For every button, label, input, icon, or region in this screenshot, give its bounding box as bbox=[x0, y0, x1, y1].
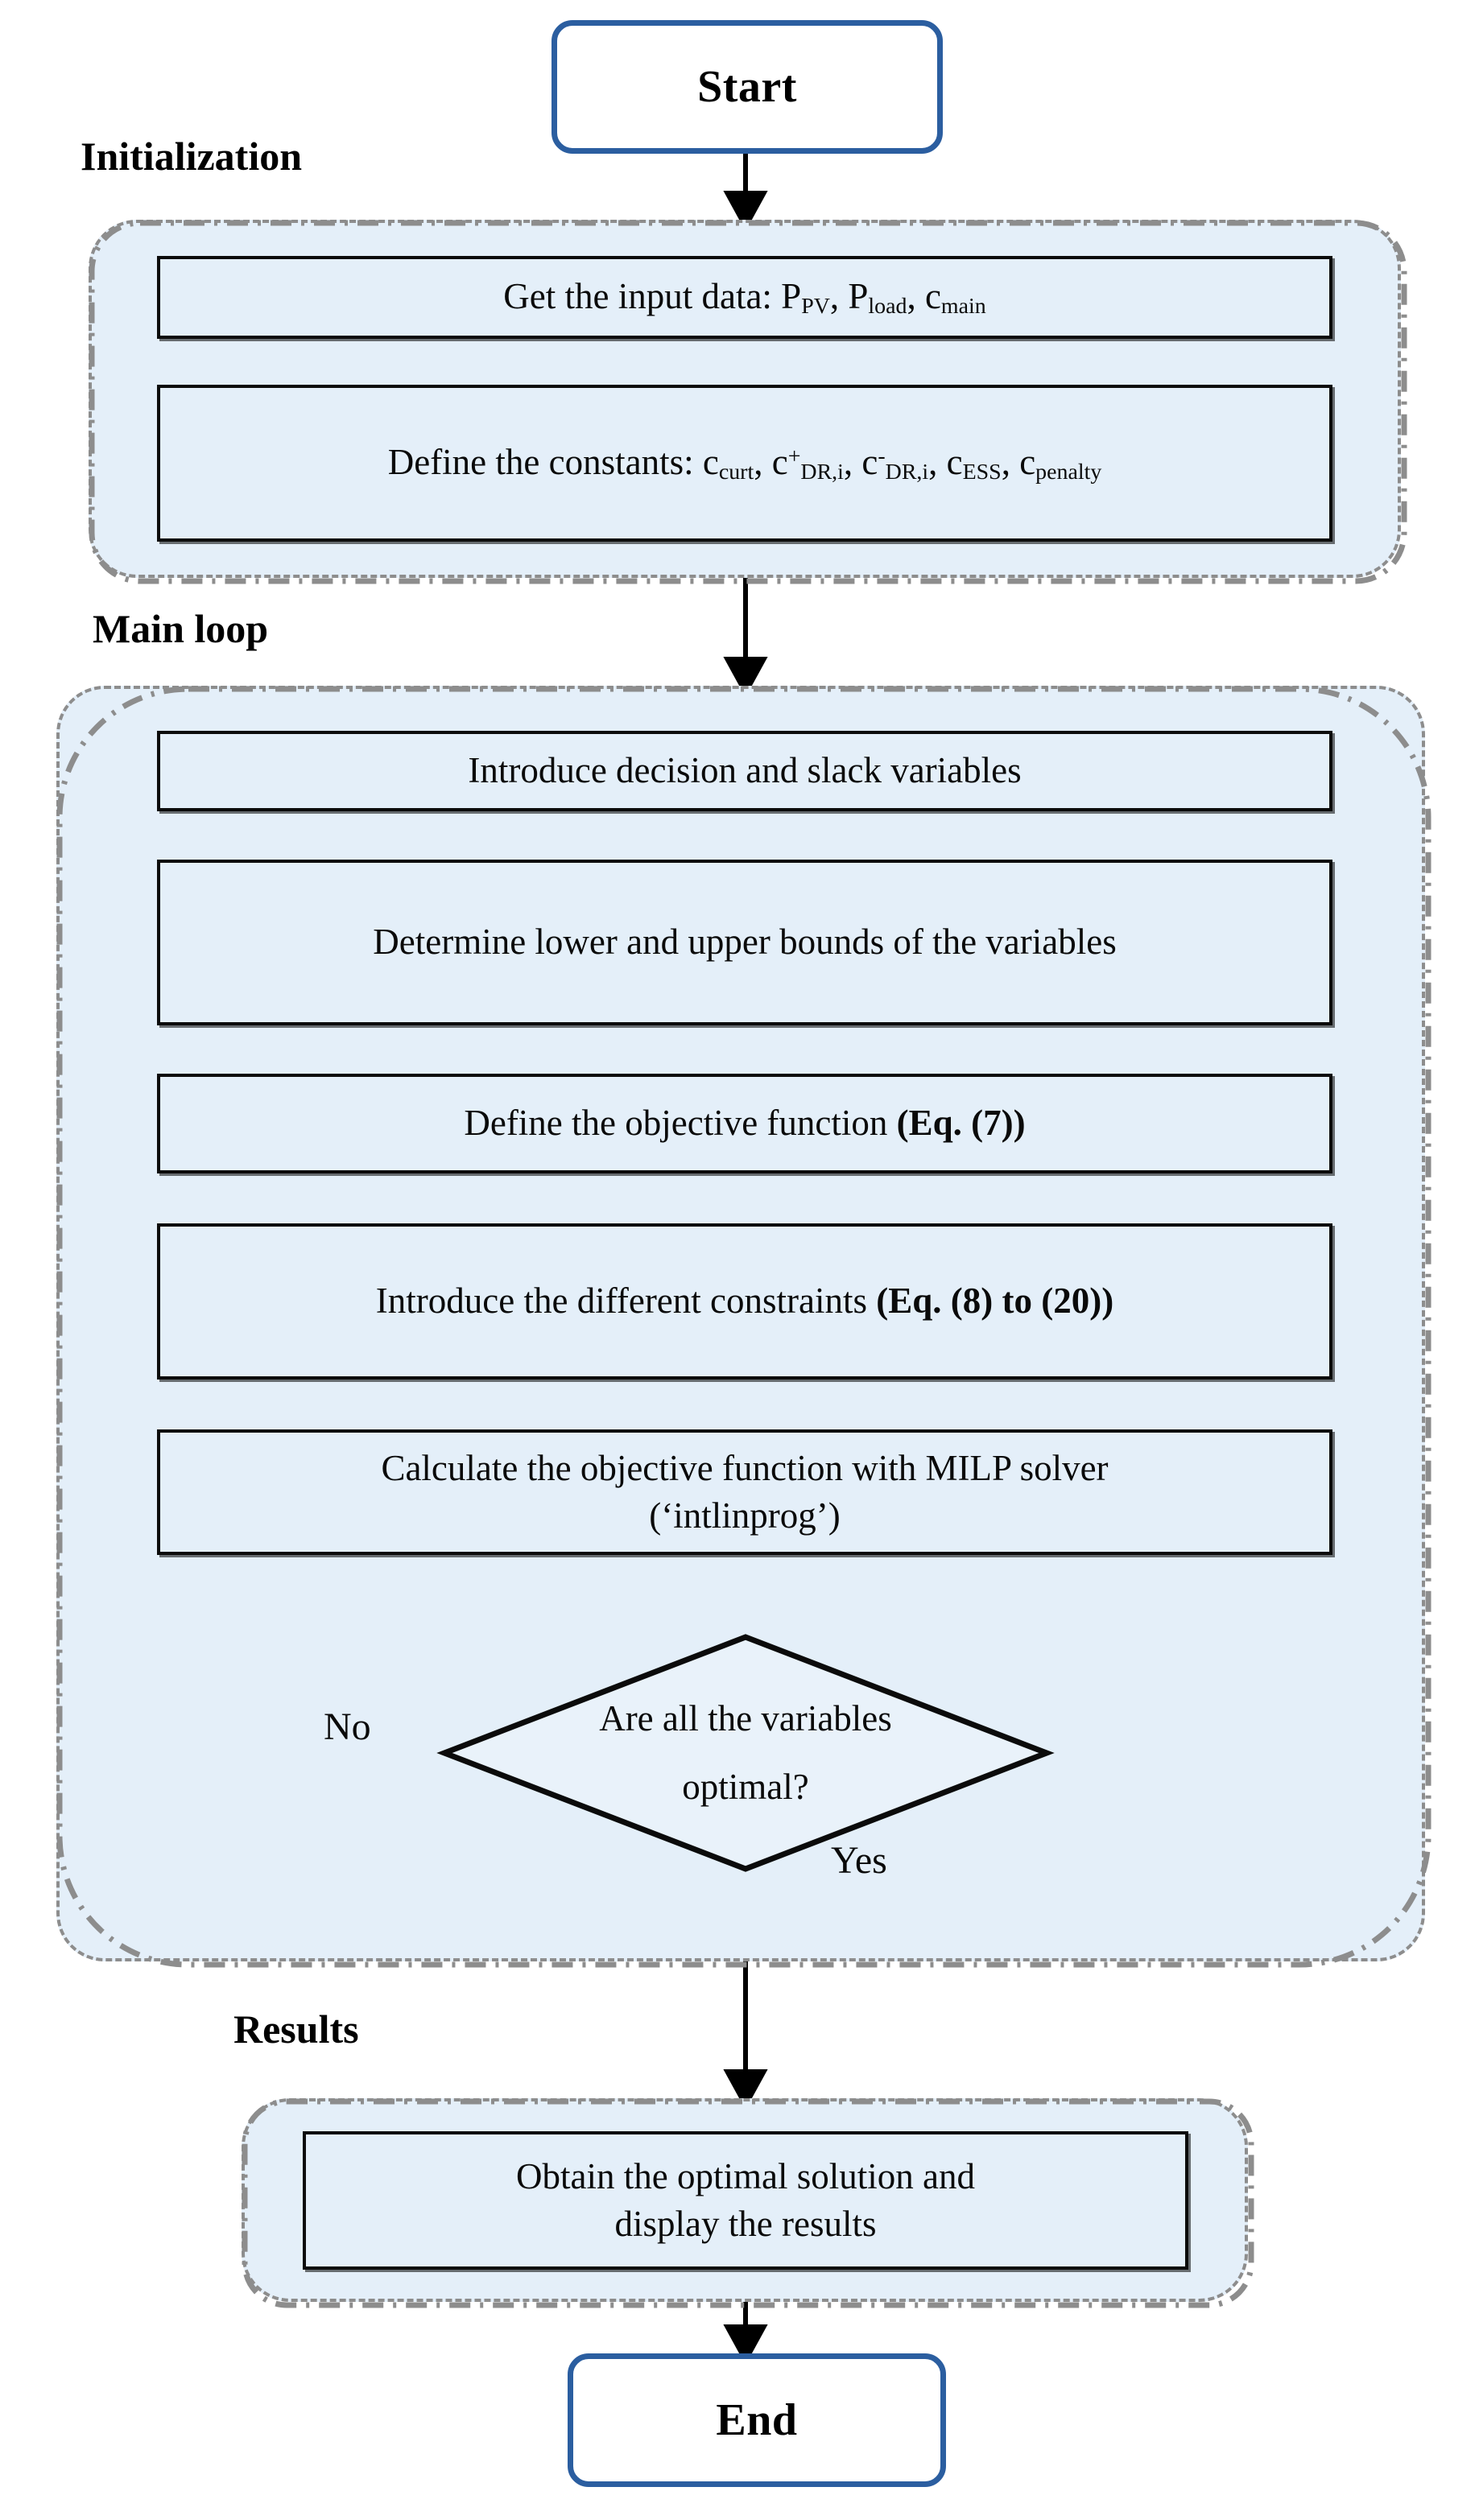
main-loop-group-label: Main loop bbox=[93, 606, 269, 651]
decision-line-2: optimal? bbox=[682, 1767, 809, 1807]
process-text: Get the input data: PPV, Pload, cmain bbox=[503, 276, 986, 320]
process-box-introduce-variables[interactable]: Introduce decision and slack variables bbox=[157, 731, 1332, 811]
decision-text: Are all the variables optimal? bbox=[441, 1634, 1050, 1872]
end-terminator[interactable]: End bbox=[568, 2353, 946, 2487]
process-box-define-constants[interactable]: Define the constants: ccurt, c+DR,i, c-D… bbox=[157, 385, 1332, 542]
process-text: Define the objective function (Eq. (7)) bbox=[464, 1103, 1026, 1144]
process-box-get-input-data[interactable]: Get the input data: PPV, Pload, cmain bbox=[157, 256, 1332, 339]
process-text: Introduce decision and slack variables bbox=[468, 750, 1022, 791]
branch-label-yes: Yes bbox=[831, 1839, 887, 1882]
process-box-determine-bounds[interactable]: Determine lower and upper bounds of the … bbox=[157, 860, 1332, 1025]
process-text: Introduce the different constraints (Eq.… bbox=[375, 1281, 1114, 1322]
start-label: Start bbox=[697, 62, 797, 112]
branch-label-no: No bbox=[324, 1705, 371, 1748]
end-label: End bbox=[716, 2395, 798, 2445]
decision-line-1: Are all the variables bbox=[599, 1697, 892, 1738]
process-box-define-objective[interactable]: Define the objective function (Eq. (7)) bbox=[157, 1074, 1332, 1173]
process-box-introduce-constraints[interactable]: Introduce the different constraints (Eq.… bbox=[157, 1223, 1332, 1380]
start-terminator[interactable]: Start bbox=[552, 20, 943, 154]
decision-diamond-shape bbox=[436, 1634, 1055, 1872]
process-text: Define the constants: ccurt, c+DR,i, c-D… bbox=[387, 442, 1102, 485]
process-text: Calculate the objective function with MI… bbox=[381, 1447, 1109, 1536]
process-text: Determine lower and upper bounds of the … bbox=[373, 922, 1117, 963]
results-group-label: Results bbox=[233, 2007, 359, 2052]
initialization-group-label: Initialization bbox=[81, 134, 303, 179]
process-box-calculate-objective-milp[interactable]: Calculate the objective function with MI… bbox=[157, 1429, 1332, 1555]
decision-variables-optimal[interactable]: Are all the variables optimal? bbox=[436, 1634, 1055, 1872]
